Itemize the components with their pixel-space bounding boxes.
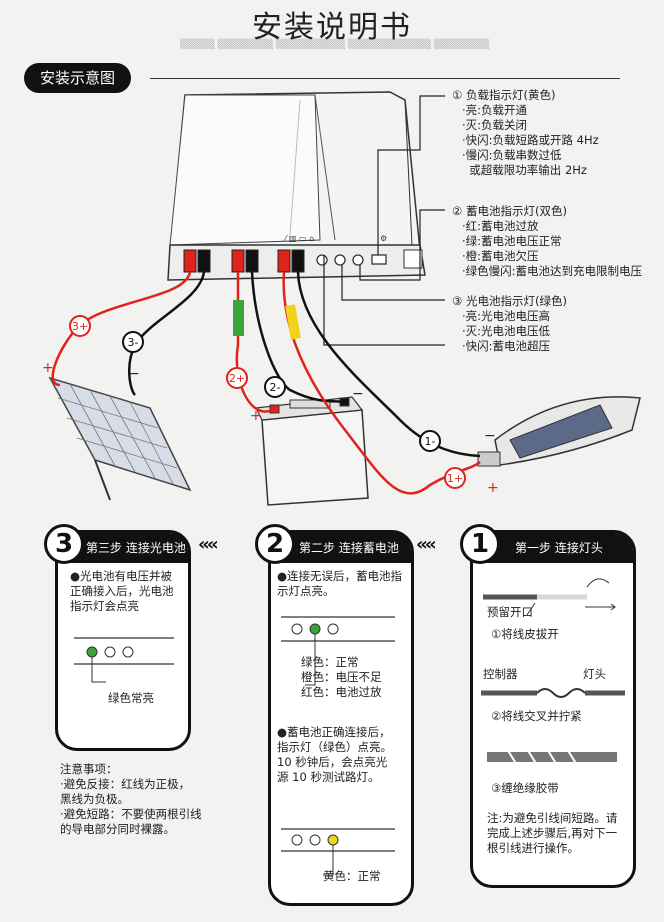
street-lamp — [477, 396, 641, 467]
svg-text:−: − — [484, 428, 496, 444]
callout-battery-heading: ② 蓄电池指示灯(双色) — [452, 204, 567, 218]
svg-text:−: − — [128, 366, 140, 382]
background-bleed-text: ▒▒▒▒▒ ▒▒▒▒▒▒▒▒ ▒▒▒▒▒▒▒▒▒▒ ▒▒▒▒▒▒▒▒▒▒▒▒ ▒… — [180, 40, 490, 50]
step1-step-c: ③缠绝缘胶带 — [491, 781, 559, 795]
step1-step-a: ①将线皮拔开 — [491, 627, 559, 641]
note-line: ·避免短路：不要使两根引线 — [60, 807, 202, 821]
step3-led-label: 绿色常亮 — [108, 691, 154, 705]
step1-strip-diagram — [483, 578, 616, 616]
callout-line: ·快闪:负载短路或开路 4Hz — [462, 133, 599, 147]
wire-tag-1minus: 1- — [425, 435, 436, 448]
callout-line: ·慢闪:负载串数过低 — [462, 148, 562, 162]
svg-text:⁄ ▥ ▭ ⌂: ⁄ ▥ ▭ ⌂ — [283, 234, 314, 243]
svg-text:⚙: ⚙ — [380, 234, 387, 243]
wire-tag-3plus: 3+ — [72, 320, 88, 333]
step2-led-diagram — [281, 616, 395, 686]
step1-reserve-label: 预留开口 — [487, 605, 533, 619]
callout-solar-heading: ③ 光电池指示灯(绿色) — [452, 294, 567, 308]
wire-tag-3minus: 3- — [128, 336, 139, 349]
note-line: ·避免反接：红线为正极， — [60, 777, 191, 791]
callout-leaders — [323, 95, 445, 346]
callout-line: ·绿:蓄电池电压正常 — [462, 234, 562, 248]
step2-number: 2 — [255, 524, 295, 564]
battery — [255, 396, 369, 506]
chevron-left-icon: ‹‹‹‹ — [198, 534, 219, 555]
callout-line: ·亮:负载开通 — [462, 103, 528, 117]
step1-number: 1 — [460, 524, 500, 564]
wire-tag-2plus: 2+ — [229, 372, 245, 385]
step2-text1: ●连接无误后，蓄电池指示灯点亮。 — [277, 569, 403, 598]
svg-text:+: + — [42, 360, 54, 376]
step1-controller-label: 控制器 — [483, 667, 518, 681]
notes-block: 注意事项： ·避免反接：红线为正极， 黑线为负极。 ·避免短路：不要使两根引线 … — [60, 762, 250, 837]
callout-line: ·灭:负载关闭 — [462, 118, 528, 132]
svg-text:−: − — [352, 386, 364, 402]
notes-heading: 注意事项： — [60, 762, 118, 776]
callout-load-heading: ① 负载指示灯(黄色) — [452, 88, 556, 102]
note-line: 黑线为负极。 — [60, 792, 129, 806]
led-label: 绿色：正常 — [301, 655, 359, 669]
step2-text2: ●蓄电池正确连接后，指示灯（绿色）点亮。10 秒钟后，会点亮光源 10 秒测试路… — [277, 725, 392, 784]
step1-card: 第一步 连接灯头 预留开口 ①将线皮拔开 控制器 灯头 ②将线交叉并拧紧 ③缠绝… — [470, 530, 636, 888]
step1-note: 注:为避免引线间短路。请完成上述步骤后,再对下一根引线进行操作。 — [487, 811, 618, 855]
step2-led2-label: 黄色：正常 — [323, 869, 381, 883]
callout-line: ·绿色慢闪:蓄电池达到充电限制电压 — [462, 264, 643, 278]
wire-tag-1plus: 1+ — [447, 472, 463, 485]
step3-number: 3 — [44, 524, 84, 564]
callout-battery: ② 蓄电池指示灯(双色) ·红:蓄电池过放 ·绿:蓄电池电压正常 ·橙:蓄电池欠… — [452, 204, 642, 279]
step3-text: ●光电池有电压并被正确接入后，光电池指示灯会点亮 — [70, 569, 174, 613]
polarity-marks: + + + — [42, 360, 499, 496]
note-line: 的导电部分同时裸露。 — [60, 822, 175, 836]
step3-led-diagram — [74, 637, 174, 683]
callout-line: ·红:蓄电池过放 — [462, 219, 539, 233]
step1-lamp-label: 灯头 — [583, 667, 606, 681]
step1-twist-diagram — [481, 688, 625, 698]
callout-line: 或超载限功率输出 2Hz — [462, 163, 587, 177]
callout-line: ·快闪:蓄电池超压 — [462, 339, 551, 353]
callout-line: ·灭:光电池电压低 — [462, 324, 551, 338]
step1-tape-diagram — [487, 748, 617, 766]
solar-panel — [48, 376, 192, 501]
chevron-left-icon: ‹‹‹‹ — [416, 534, 437, 555]
callout-load: ① 负载指示灯(黄色) ·亮:负载开通 ·灭:负载关闭 ·快闪:负载短路或开路 … — [452, 88, 599, 178]
svg-text:+: + — [250, 408, 262, 424]
page-title: 安装说明书 — [252, 10, 412, 45]
svg-text:+: + — [487, 480, 499, 496]
wire-tag-2minus: 2- — [270, 381, 281, 394]
step1-header: 第一步 连接灯头 — [473, 533, 633, 563]
step2-led2-diagram — [281, 828, 395, 876]
wire-tags: 3+ 3- 2+ 2- 1- 1+ — [69, 315, 466, 489]
section-badge: 安装示意图 — [24, 63, 132, 93]
step1-step-b: ②将线交叉并拧紧 — [491, 709, 582, 723]
terminal-block — [183, 249, 305, 273]
step2-led-labels: 绿色：正常 橙色：电压不足 红色：电池过放 — [301, 655, 382, 700]
header-rule — [150, 78, 620, 79]
step2-card: 第二步 连接蓄电池 ●连接无误后，蓄电池指示灯点亮。 绿色：正常 橙色：电压不足… — [268, 530, 414, 906]
callout-solar: ③ 光电池指示灯(绿色) ·亮:光电池电压高 ·灭:光电池电压低 ·快闪:蓄电池… — [452, 294, 567, 354]
installation-diagram: ⁄ ▥ ▭ ⌂ ⚙ — [42, 91, 641, 506]
callout-line: ·橙:蓄电池欠压 — [462, 249, 539, 263]
led-label: 橙色：电压不足 — [301, 670, 382, 684]
led-label: 红色：电池过放 — [301, 685, 382, 699]
callout-line: ·亮:光电池电压高 — [462, 309, 551, 323]
step3-card: 第三步 连接光电池 ●光电池有电压并被正确接入后，光电池指示灯会点亮 绿色常亮 — [55, 530, 191, 751]
